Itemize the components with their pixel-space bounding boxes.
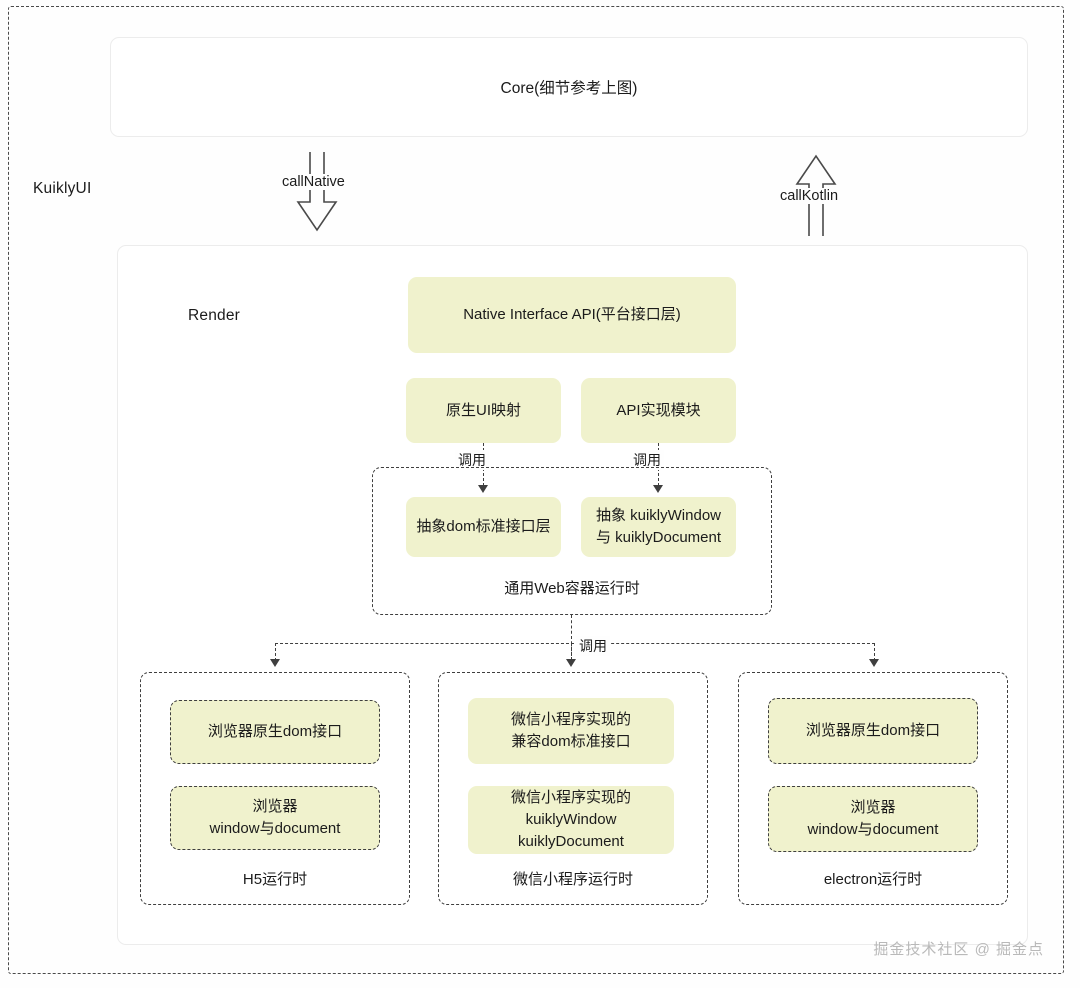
h5-runtime-caption: H5运行时 (242, 871, 308, 888)
kuiklyui-label: KuiklyUI (33, 180, 92, 197)
fanout-bus-line (275, 643, 875, 644)
call-edge-1-label: 调用 (455, 450, 489, 470)
kuiklyui-frame (8, 6, 1064, 974)
call-edge-2-arrowhead (653, 485, 663, 493)
call-kotlin-arrow-icon (793, 152, 839, 241)
fanout-drop-1-line (275, 643, 276, 661)
fanout-arrowhead-1 (270, 659, 280, 667)
fanout-label: 调用 (576, 636, 610, 656)
abstract-kuikly-window-node: 抽象 kuiklyWindow 与 kuiklyDocument (581, 497, 736, 557)
wechat-runtime-caption: 微信小程序运行时 (512, 871, 633, 888)
wechat-runtime-container (438, 672, 708, 905)
api-implementation-node: API实现模块 (581, 378, 736, 443)
fanout-drop-3-line (874, 643, 875, 661)
wechat-kuikly-window-document-node: 微信小程序实现的 kuiklyWindow kuiklyDocument (468, 786, 674, 854)
core-label: Core(细节参考上图) (500, 80, 638, 97)
fanout-drop-2-line (571, 643, 572, 661)
electron-runtime-container (738, 672, 1008, 905)
render-label: Render (188, 307, 241, 324)
fanout-arrowhead-2 (566, 659, 576, 667)
call-kotlin-label: callKotlin (778, 188, 841, 204)
watermark: 掘金技术社区 @ 掘金点 (873, 941, 1044, 958)
abstract-dom-interface-node: 抽象dom标准接口层 (406, 497, 561, 557)
h5-browser-dom-node: 浏览器原生dom接口 (170, 700, 380, 764)
wechat-compat-dom-node: 微信小程序实现的 兼容dom标准接口 (468, 698, 674, 764)
h5-runtime-container (140, 672, 410, 905)
h5-browser-window-document-node: 浏览器 window与document (170, 786, 380, 850)
native-ui-mapping-node: 原生UI映射 (406, 378, 561, 443)
native-interface-api-node: Native Interface API(平台接口层) (408, 277, 736, 353)
electron-runtime-caption: electron运行时 (823, 871, 923, 888)
core-box: Core(细节参考上图) (110, 37, 1028, 137)
electron-browser-window-document-node: 浏览器 window与document (768, 786, 978, 852)
call-native-label: callNative (280, 174, 347, 190)
call-edge-2-label: 调用 (630, 450, 664, 470)
web-container-caption: 通用Web容器运行时 (504, 580, 640, 597)
fanout-arrowhead-3 (869, 659, 879, 667)
web-container-box (372, 467, 772, 615)
call-edge-1-arrowhead (478, 485, 488, 493)
electron-browser-dom-node: 浏览器原生dom接口 (768, 698, 978, 764)
fanout-stem-line (571, 615, 572, 660)
call-native-arrow-icon (294, 152, 340, 241)
